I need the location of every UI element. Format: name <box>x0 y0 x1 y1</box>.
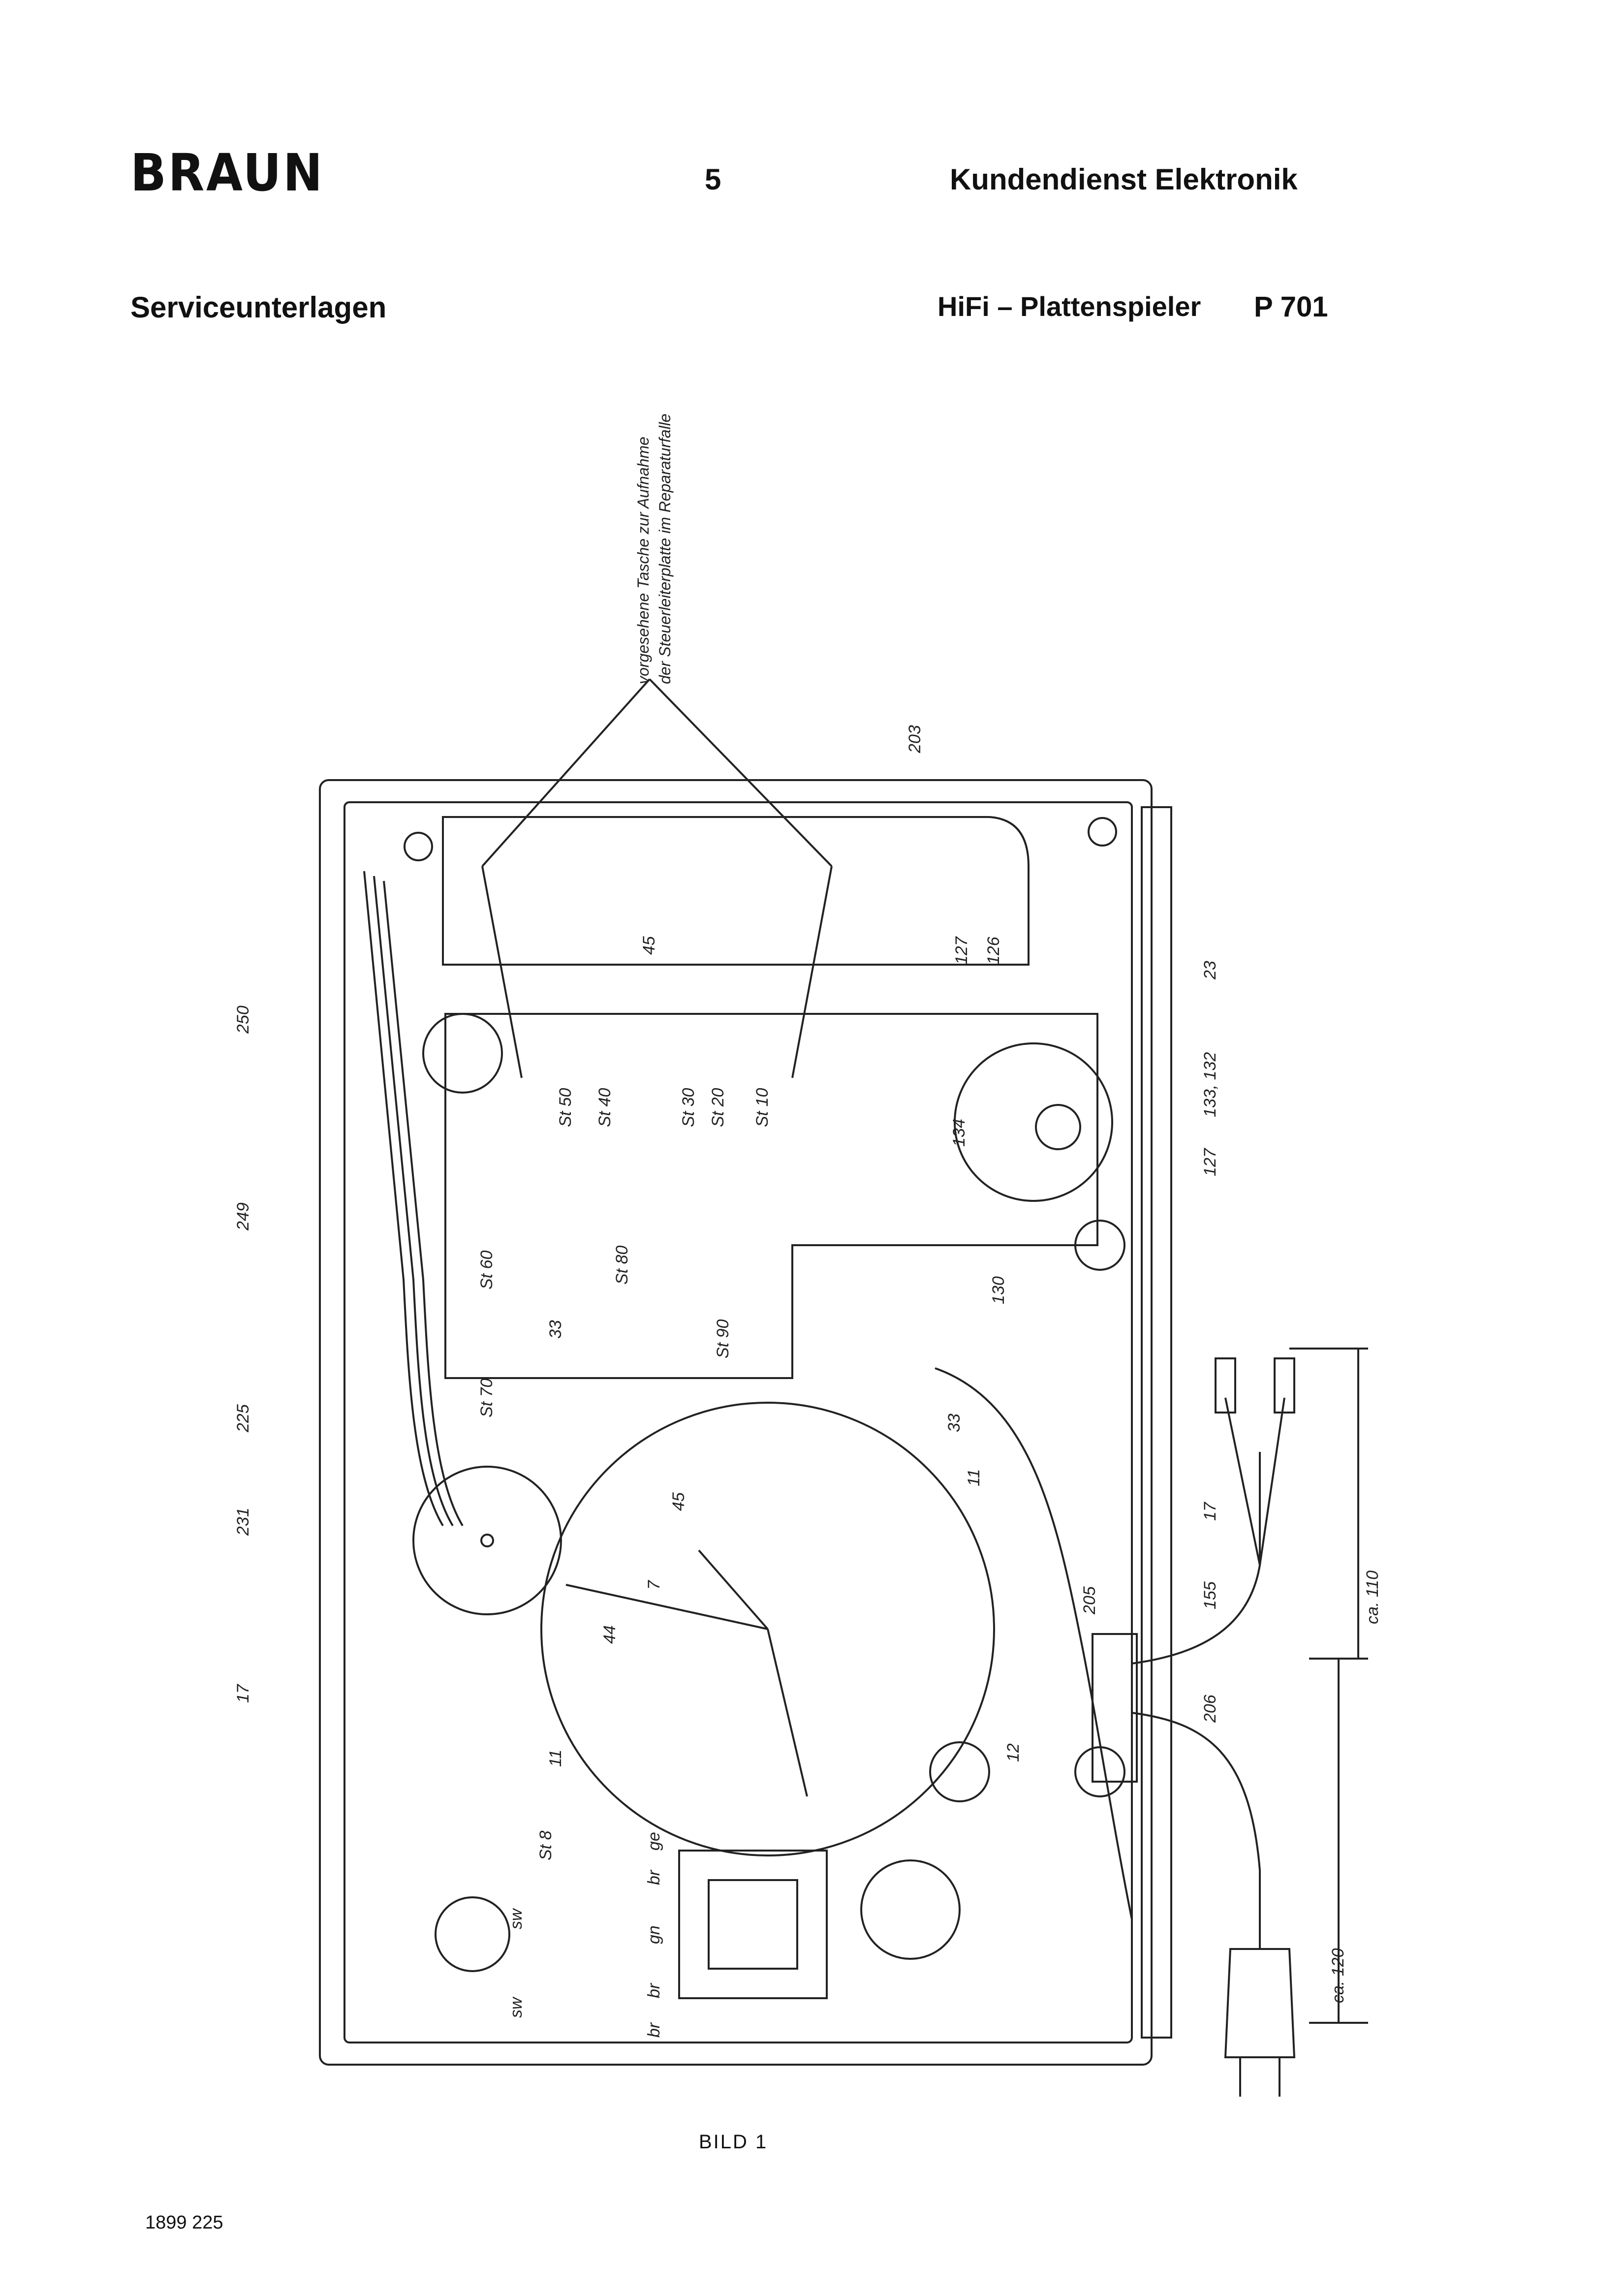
connector-st90: St 90 <box>714 1320 732 1358</box>
section-title: Serviceunterlagen <box>130 291 387 324</box>
part-label-17a: 17 <box>1201 1502 1219 1521</box>
foot-right-lower <box>1074 1746 1125 1797</box>
part-label-127: 127 <box>952 936 971 965</box>
part-label-45b: 45 <box>669 1492 688 1511</box>
control-pcb <box>444 1013 1098 1379</box>
part-label-205: 205 <box>1080 1586 1099 1615</box>
department-title: Kundendienst Elektronik <box>950 163 1298 196</box>
dimension-ca-110: ca. 110 <box>1363 1571 1382 1624</box>
chassis-side-rail <box>1141 806 1172 2039</box>
tonearm-bearing-inner <box>1035 1104 1081 1150</box>
part-label-155: 155 <box>1201 1581 1219 1609</box>
wire-harness <box>363 871 444 1527</box>
voltage-selector <box>860 1859 961 1960</box>
note-leader-left <box>481 678 651 867</box>
connector-st10: St 10 <box>753 1088 772 1127</box>
product-title: HiFi – Plattenspieler <box>937 291 1201 322</box>
foot-top-left <box>422 1013 503 1094</box>
part-label-33b: 33 <box>945 1414 964 1432</box>
motor-pulley <box>412 1466 562 1615</box>
model-number: P 701 <box>1254 291 1328 323</box>
page-number: 5 <box>705 163 721 196</box>
rca-plug-right <box>1274 1357 1295 1414</box>
dimension-ca-120: ca. 120 <box>1329 1948 1347 2003</box>
part-label-127b: 127 <box>1201 1148 1219 1176</box>
strain-relief <box>1092 1633 1138 1783</box>
part-label-11b: 11 <box>546 1750 565 1767</box>
part-label-44: 44 <box>600 1625 619 1644</box>
part-label-206: 206 <box>1201 1695 1219 1723</box>
part-label-33a: 33 <box>546 1320 565 1339</box>
part-label-12: 12 <box>1004 1743 1023 1762</box>
foot-right-upper <box>1074 1220 1125 1271</box>
part-label-7: 7 <box>645 1580 663 1590</box>
pocket-note-line2: der Steuerleiterplatte im Reparaturfalle <box>656 413 674 684</box>
part-label-134: 134 <box>950 1119 968 1147</box>
connector-st20: St 20 <box>709 1088 727 1127</box>
wire-code-ge: ge <box>645 1832 663 1851</box>
chassis-inner-frame <box>344 801 1133 2043</box>
rca-plug-left <box>1215 1357 1236 1414</box>
speed-selector <box>929 1741 990 1802</box>
tonearm-bearing <box>954 1042 1113 1202</box>
connector-st80: St 80 <box>613 1246 631 1285</box>
connector-st40: St 40 <box>595 1088 614 1127</box>
wire-code-gn: gn <box>645 1925 663 1944</box>
part-label-126: 126 <box>984 937 1003 965</box>
figure-caption: BILD 1 <box>699 2131 768 2153</box>
connector-st60: St 60 <box>477 1251 496 1289</box>
part-label-231: 231 <box>234 1508 252 1536</box>
part-label-23: 23 <box>1201 961 1219 980</box>
document-number: 1899 225 <box>145 2212 223 2233</box>
wire-code-br-2: br <box>645 1982 663 1998</box>
power-cord <box>1131 1712 1261 1949</box>
chassis-outer-frame <box>319 779 1153 2066</box>
connector-st70: St 70 <box>477 1379 496 1417</box>
part-label-225: 225 <box>234 1404 252 1433</box>
audio-cable <box>1131 1452 1261 1665</box>
wire-code-br-1: br <box>645 1869 663 1885</box>
connector-st30: St 30 <box>679 1088 698 1127</box>
wire-code-br-3: br <box>645 2022 663 2038</box>
part-label-250: 250 <box>234 1006 252 1034</box>
platter <box>540 1402 995 1856</box>
part-label-45: 45 <box>640 936 658 955</box>
part-label-130: 130 <box>989 1276 1008 1304</box>
pcb-pocket-outline <box>442 816 1030 966</box>
note-leader-right <box>649 678 833 867</box>
mains-plug <box>1224 1948 1296 2058</box>
foot-bottom-left <box>435 1896 510 1972</box>
mains-transformer <box>678 1850 828 1999</box>
wire-code-sw-2: sw <box>507 1996 526 2018</box>
part-label-11a: 11 <box>965 1469 983 1486</box>
braun-logo: BRAUN <box>130 143 324 203</box>
pocket-note-line1: vorgesehene Tasche zur Aufnahme <box>634 437 652 684</box>
connector-st50: St 50 <box>556 1088 575 1127</box>
wire-code-sw-1: sw <box>507 1908 526 1929</box>
connector-st8: St 8 <box>536 1830 555 1860</box>
part-label-17b: 17 <box>234 1684 252 1703</box>
part-label-249: 249 <box>234 1202 252 1231</box>
part-label-203: 203 <box>906 725 924 754</box>
part-label-133-132: 133, 132 <box>1201 1052 1219 1117</box>
